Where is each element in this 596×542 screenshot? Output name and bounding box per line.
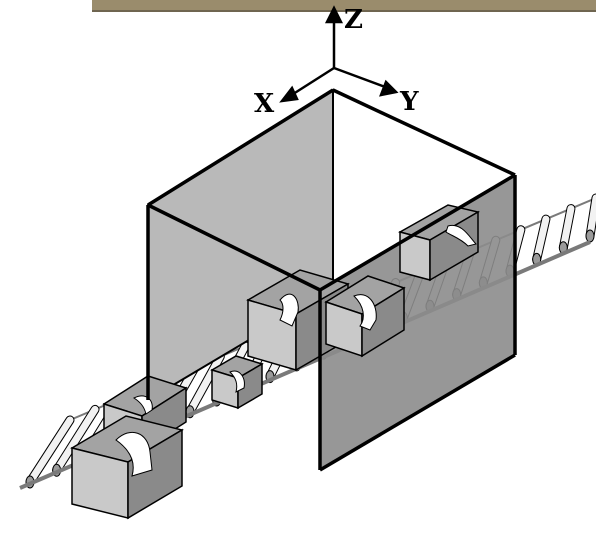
box-inside-center <box>324 275 406 358</box>
z-arrowhead-icon <box>324 5 344 24</box>
tag-icon <box>229 370 245 393</box>
y-axis-line <box>333 66 389 90</box>
roller <box>26 416 74 486</box>
cube-edge <box>147 88 334 207</box>
cube-edge <box>332 88 516 177</box>
cube-edge <box>319 173 516 292</box>
boxes <box>70 204 481 520</box>
cube-edge <box>147 203 321 292</box>
x-axis-line <box>289 66 335 98</box>
y-arrowhead-icon <box>379 79 399 97</box>
box-small-center <box>210 355 264 410</box>
tag-icon <box>279 293 299 327</box>
roller <box>533 215 550 263</box>
y-axis-label: Y <box>399 87 419 117</box>
cube-edge <box>319 353 516 472</box>
x-arrowhead-icon <box>279 85 299 103</box>
x-axis-label: X <box>254 89 275 119</box>
cube-edges <box>146 88 517 472</box>
top-strip <box>92 0 596 10</box>
tag-icon <box>133 395 153 415</box>
top-strip-shadow <box>92 10 596 12</box>
tag-icon <box>115 431 153 477</box>
roller <box>186 353 224 416</box>
tag-icon <box>353 294 377 331</box>
tag-icon <box>445 224 477 247</box>
roller <box>53 405 99 474</box>
roller-end <box>585 229 595 243</box>
box-back-right <box>398 204 481 282</box>
z-axis-label: Z <box>344 5 363 35</box>
roller <box>559 205 575 252</box>
box-front-left <box>70 415 184 520</box>
axis-triad <box>279 5 399 103</box>
